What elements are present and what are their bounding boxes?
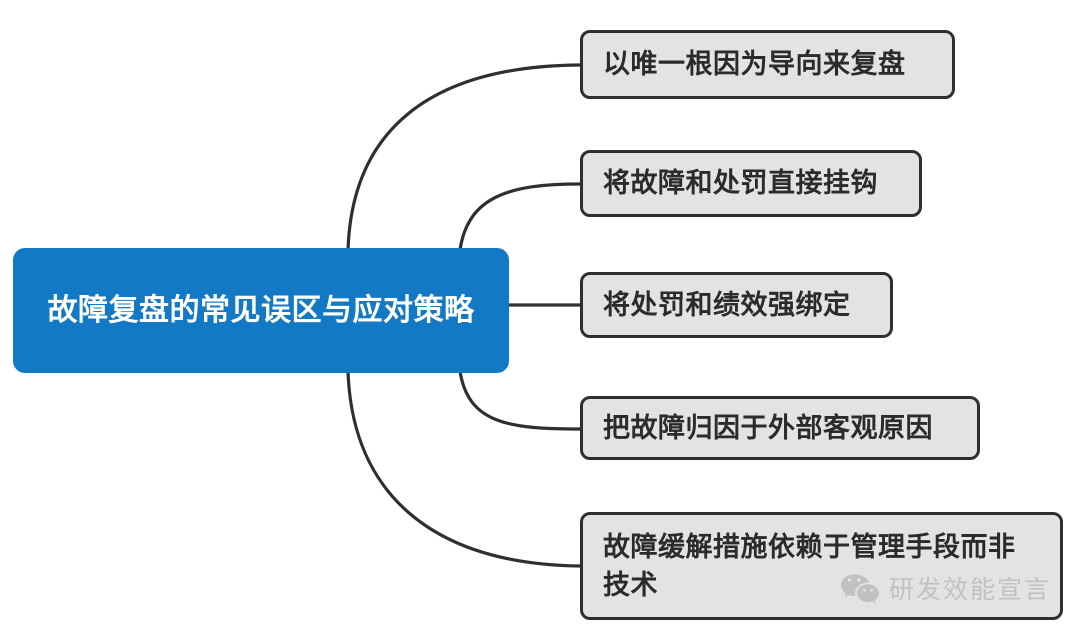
connector-to-node-2 <box>458 182 582 252</box>
root-node[interactable]: 故障复盘的常见误区与应对策略 <box>13 248 509 373</box>
branch-node-5[interactable]: 故障缓解措施依赖于管理手段而非技术 <box>580 512 1063 620</box>
wechat-icon <box>841 574 879 603</box>
connector-to-node-5 <box>346 369 582 568</box>
root-node-label: 故障复盘的常见误区与应对策略 <box>47 293 475 327</box>
branch-node-2[interactable]: 将故障和处罚直接挂钩 <box>580 150 922 217</box>
branch-node-5-label: 故障缓解措施依赖于管理手段而非技术 <box>603 531 1016 600</box>
watermark: 研发效能宣言 <box>840 570 1051 606</box>
connector-to-node-4 <box>458 369 582 431</box>
branch-node-3[interactable]: 将处罚和绩效强绑定 <box>580 272 893 338</box>
branch-node-4-label: 把故障归因于外部客观原因 <box>603 412 933 443</box>
branch-node-3-label: 将处罚和绩效强绑定 <box>603 289 851 320</box>
branch-node-1-label: 以唯一根因为导向来复盘 <box>603 49 906 80</box>
branch-node-4[interactable]: 把故障归因于外部客观原因 <box>580 396 980 460</box>
branch-node-2-label: 将故障和处罚直接挂钩 <box>603 168 878 199</box>
connector-to-node-1 <box>346 63 582 252</box>
watermark-text: 研发效能宣言 <box>889 576 1052 604</box>
branch-node-1[interactable]: 以唯一根因为导向来复盘 <box>580 30 955 99</box>
